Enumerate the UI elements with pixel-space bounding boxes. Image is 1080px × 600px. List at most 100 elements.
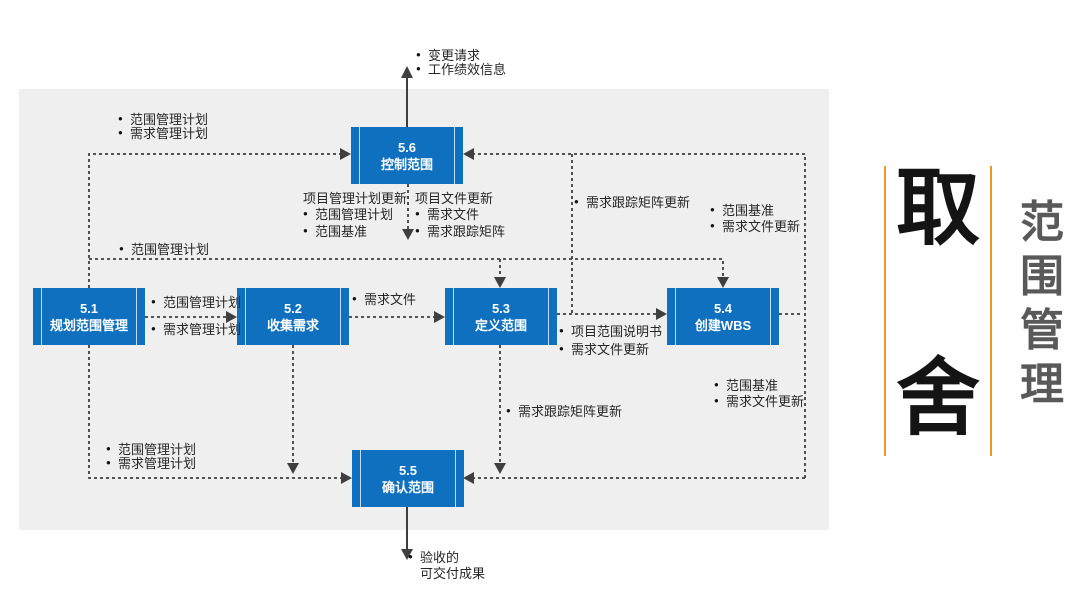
bullet-icon: ● (506, 406, 511, 415)
bullet-icon: ● (415, 209, 420, 219)
flow-label-text: 范围管理计划 (130, 111, 209, 127)
tradeoff-callout: 取 舍 (884, 166, 992, 456)
flow-label-matrix-update-top: ● 需求跟踪矩阵更新 (574, 194, 691, 210)
flow-label-out-53: ●项目范围说明书●需求文件更新 (559, 321, 662, 358)
process-number: 5.2 (283, 300, 303, 316)
flow-label-in-56-left: ● 范围管理计划 ● 需求管理计划 (118, 111, 209, 142)
process-label: 控制范围 (380, 156, 433, 172)
process-label: 定义范围 (474, 317, 527, 333)
flow-label-out-55-bottom: ●验收的●可交付成果 (408, 549, 486, 581)
bullet-icon: ● (303, 225, 308, 235)
flow-label-text: 需求管理计划 (163, 321, 242, 337)
flow-label-text: 范围基准 (726, 378, 779, 394)
bullet-icon: ● (106, 458, 111, 468)
bullet-icon: ● (303, 209, 308, 219)
bullet-icon: ● (408, 552, 413, 562)
bullet-icon: ● (416, 64, 421, 74)
vertical-title: 范围管理 (1014, 197, 1070, 413)
process-number: 5.3 (491, 300, 511, 316)
process-label: 收集需求 (266, 317, 319, 333)
flow-label-text: 范围管理计划 (118, 441, 197, 457)
vertical-title-char: 理 (1020, 360, 1064, 409)
bullet-icon: ● (710, 204, 715, 214)
big-char-top: 取 (895, 161, 980, 255)
flow-label-out-51-line1: ● 范围管理计划 (151, 294, 242, 310)
flow-label-text: 需求跟踪矩阵更新 (518, 404, 623, 419)
flow-label-text: 需求文件更新 (722, 218, 801, 234)
flow-label-text: 可交付成果 (420, 565, 486, 581)
box-strip (360, 450, 361, 507)
flow-label-text: 需求管理计划 (130, 126, 209, 142)
flow-label-out-56-doc-updates: ●项目文件更新●需求文件●需求跟踪矩阵 (415, 189, 505, 239)
flow-label-out-52: ● 需求文件 (352, 291, 417, 307)
flow-label-text: 需求跟踪矩阵更新 (586, 195, 691, 210)
flow-label-text: 范围基准 (722, 202, 775, 218)
flow-label-text: 需求跟踪矩阵 (427, 223, 506, 239)
flow-label-out-54-up: ● 范围基准 ● 需求文件更新 (710, 201, 801, 234)
flow-label-out-56-top: ●变更请求●工作绩效信息 (416, 47, 507, 78)
box-strip (454, 127, 455, 184)
flow-label-text: 需求文件 (427, 207, 480, 223)
flow-label-scope-plan-line: ● 范围管理计划 (119, 241, 210, 257)
process-number: 5.5 (398, 462, 418, 478)
flow-label-out-54-down: ● 范围基准 ● 需求文件更新 (714, 377, 805, 409)
process-label: 规划范围管理 (49, 317, 128, 333)
bullet-icon: ● (151, 323, 156, 333)
flow-label-out-51-line2: ● 需求管理计划 (151, 321, 242, 337)
vertical-title-char: 管 (1020, 306, 1064, 355)
box-strip (340, 288, 341, 345)
process-number: 5.6 (397, 139, 417, 155)
box-strip (453, 288, 454, 345)
box-strip (675, 288, 676, 345)
box-strip (455, 450, 456, 507)
vertical-title-char: 范 (1020, 198, 1064, 247)
box-strip (41, 288, 42, 345)
bullet-icon: ● (118, 128, 123, 138)
box-strip (359, 127, 360, 184)
bullet-icon: ● (714, 395, 719, 405)
bullet-icon: ● (714, 380, 719, 390)
vertical-title-char: 围 (1020, 252, 1064, 301)
accent-line-left (884, 166, 886, 456)
bullet-icon: ● (118, 113, 123, 123)
flow-label-text: 项目管理计划更新 (303, 190, 408, 206)
flow-label-text: 范围管理计划 (131, 241, 210, 257)
flow-label-text: 项目文件更新 (415, 190, 494, 206)
box-strip (548, 288, 549, 345)
flow-label-out-56-plan-updates: ●项目管理计划更新●范围管理计划●范围基准 (303, 189, 407, 239)
accent-line-right (990, 166, 992, 456)
big-char-bottom: 舍 (895, 351, 980, 445)
process-label: 创建WBS (694, 317, 752, 333)
box-strip (770, 288, 771, 345)
process-number: 5.1 (79, 300, 99, 316)
bullet-icon: ● (559, 344, 564, 354)
flow-label-text: 工作绩效信息 (428, 62, 507, 78)
flow-label-text: 变更请求 (428, 47, 481, 63)
process-label: 确认范围 (381, 479, 434, 495)
flow-label-text: 需求管理计划 (118, 456, 197, 472)
bullet-icon: ● (119, 243, 124, 253)
bullet-icon: ● (151, 296, 156, 306)
flow-label-text: 范围管理计划 (315, 207, 394, 223)
flow-label-out-53-down: ● 需求跟踪矩阵更新 (506, 403, 623, 419)
flow-label-text: 需求文件更新 (726, 393, 805, 409)
bullet-icon: ● (710, 220, 715, 230)
flow-label-text: 需求文件 (364, 291, 417, 307)
bullet-icon: ● (106, 443, 111, 453)
box-strip (136, 288, 137, 345)
flow-label-text: 范围管理计划 (163, 294, 242, 310)
flow-label-text: 需求文件更新 (571, 342, 650, 358)
bullet-icon: ● (559, 325, 564, 335)
bullet-icon: ● (574, 197, 579, 206)
flow-label-text: 范围基准 (315, 223, 368, 239)
bullet-icon: ● (352, 293, 357, 303)
box-strip (245, 288, 246, 345)
bullet-icon: ● (415, 225, 420, 235)
flow-label-in-55-left: ● 范围管理计划 ● 需求管理计划 (106, 441, 197, 472)
